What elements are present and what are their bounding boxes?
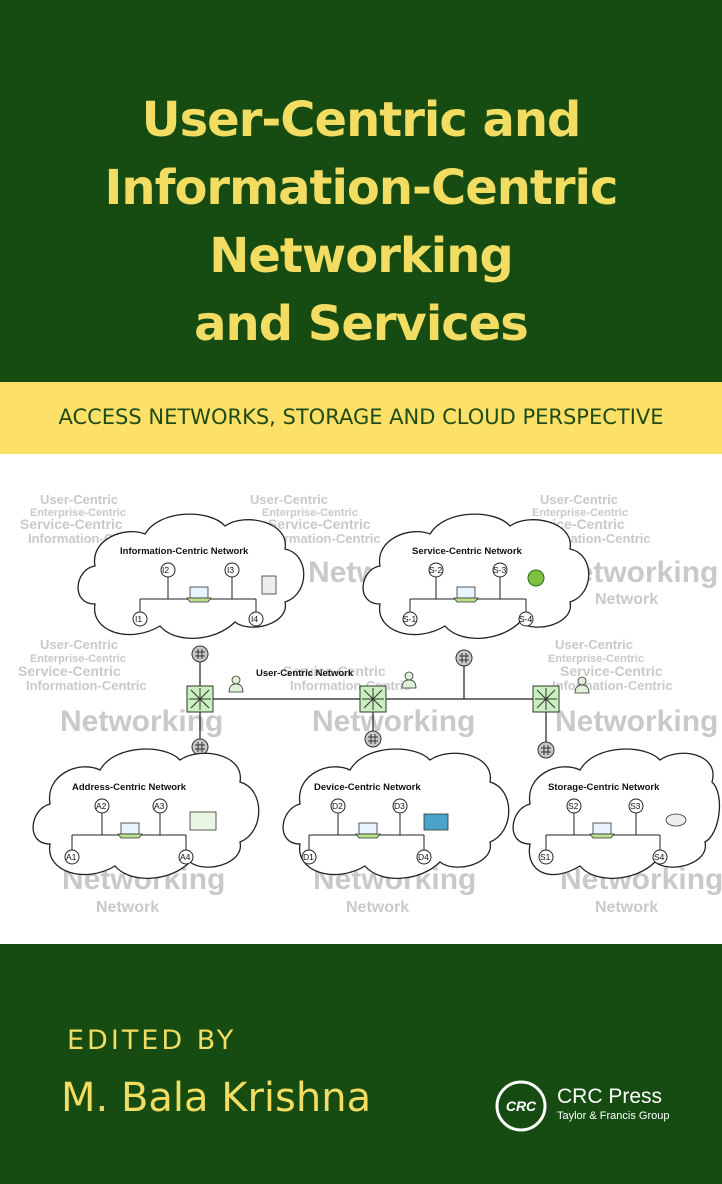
svg-text:User-Centric: User-Centric xyxy=(40,492,118,507)
document-icon xyxy=(261,575,277,595)
svg-text:Service-Centric: Service-Centric xyxy=(560,663,663,679)
title-line-3: Networking xyxy=(209,228,514,284)
gears-icon xyxy=(527,569,545,587)
svg-text:Information-Centric: Information-Centric xyxy=(552,678,673,693)
svg-text:User-Centric: User-Centric xyxy=(555,637,633,652)
devices-icon xyxy=(423,813,449,831)
svg-text:User-Centric: User-Centric xyxy=(540,492,618,507)
node-label: D4 xyxy=(418,852,429,862)
book-title: User-Centric and Information-Centric Net… xyxy=(0,86,722,358)
center-network-label: User-Centric Network xyxy=(256,668,354,679)
node-label: D1 xyxy=(303,852,314,862)
svg-text:Information-Centric: Information-Centric xyxy=(290,678,411,693)
svg-text:User-Centric: User-Centric xyxy=(250,492,328,507)
node-label: S4 xyxy=(654,852,665,862)
svg-text:User-Centric: User-Centric xyxy=(40,637,118,652)
svg-text:Network: Network xyxy=(595,899,658,916)
publisher-name: CRC Press xyxy=(557,1085,663,1108)
cloud-label: Storage-Centric Network xyxy=(548,782,660,793)
svg-text:Information-Centric: Information-Centric xyxy=(26,678,147,693)
book-subtitle: ACCESS NETWORKS, STORAGE AND CLOUD PERSP… xyxy=(58,405,664,429)
svg-text:Enterprise-Centric: Enterprise-Centric xyxy=(30,507,126,519)
publisher-group: Taylor & Francis Group xyxy=(557,1110,670,1122)
node-label: A3 xyxy=(154,801,165,811)
svg-text:Enterprise-Centric: Enterprise-Centric xyxy=(532,507,628,519)
svg-text:Service-Centric: Service-Centric xyxy=(20,516,123,532)
cloud-device-centric: Device-Centric Network D2 D3 D1 D4 xyxy=(282,748,510,879)
cloud-information-centric: Information-Centric Network I2 I3 I1 I4 xyxy=(77,513,305,639)
svg-text:Network: Network xyxy=(595,591,658,608)
node-label: I4 xyxy=(251,614,258,624)
svg-text:Network: Network xyxy=(346,899,409,916)
bottom-band xyxy=(0,944,722,1184)
svg-text:Network: Network xyxy=(96,899,159,916)
cloud-label: Address-Centric Network xyxy=(72,782,187,793)
node-label: I1 xyxy=(135,614,142,624)
node-label: A2 xyxy=(96,801,107,811)
node-label: S-1 xyxy=(403,614,417,624)
edited-by-label: EDITED BY xyxy=(67,1025,237,1056)
svg-text:Enterprise-Centric: Enterprise-Centric xyxy=(548,653,644,665)
node-label: S-4 xyxy=(519,614,533,624)
storage-disk-icon xyxy=(665,813,687,827)
node-label: A1 xyxy=(66,852,77,862)
cloud-service-centric: Service-Centric Network S-2 S-3 S-1 S-4 xyxy=(362,513,590,639)
cloud-storage-centric: Storage-Centric Network S2 S3 S1 S4 xyxy=(512,748,721,879)
top-band xyxy=(0,0,722,382)
node-label: S3 xyxy=(630,801,641,811)
title-line-4: and Services xyxy=(194,296,529,352)
cloud-label: Device-Centric Network xyxy=(314,782,421,793)
svg-text:Information-Centric: Information-Centric xyxy=(260,531,381,546)
subtitle-band xyxy=(0,382,722,454)
cloud-address-centric: Address-Centric Network A2 A3 A1 A4 xyxy=(32,748,260,879)
svg-text:Enterprise-Centric: Enterprise-Centric xyxy=(262,507,358,519)
svg-text:Service-Centric: Service-Centric xyxy=(268,516,371,532)
node-label: I2 xyxy=(162,565,169,575)
author-name: M. Bala Krishna xyxy=(61,1075,372,1121)
logo-text: CRC xyxy=(506,1098,537,1114)
center-nodes xyxy=(186,645,590,759)
title-line-2: Information-Centric xyxy=(104,160,619,216)
crc-logo-icon: CRC xyxy=(495,1080,547,1132)
svg-text:Service-Centric: Service-Centric xyxy=(283,663,386,679)
node-label: S-3 xyxy=(493,565,507,575)
node-label: S-2 xyxy=(429,565,443,575)
node-label: I3 xyxy=(227,565,234,575)
background-words: User-Centric Enterprise-Centric Service-… xyxy=(18,492,722,916)
node-label: D2 xyxy=(332,801,343,811)
cloud-label: Service-Centric Network xyxy=(412,546,523,557)
node-label: S1 xyxy=(540,852,551,862)
svg-text:Networking: Networking xyxy=(555,705,718,738)
node-label: D3 xyxy=(394,801,405,811)
window-icon xyxy=(189,811,217,831)
svg-text:Enterprise-Centric: Enterprise-Centric xyxy=(30,653,126,665)
node-label: A4 xyxy=(180,852,191,862)
network-diagram: User-Centric Enterprise-Centric Service-… xyxy=(18,492,722,916)
svg-text:Networking: Networking xyxy=(312,705,475,738)
title-line-1: User-Centric and xyxy=(141,92,582,148)
node-label: S2 xyxy=(568,801,579,811)
cloud-label: Information-Centric Network xyxy=(120,546,249,557)
svg-text:Service-Centric: Service-Centric xyxy=(18,663,121,679)
